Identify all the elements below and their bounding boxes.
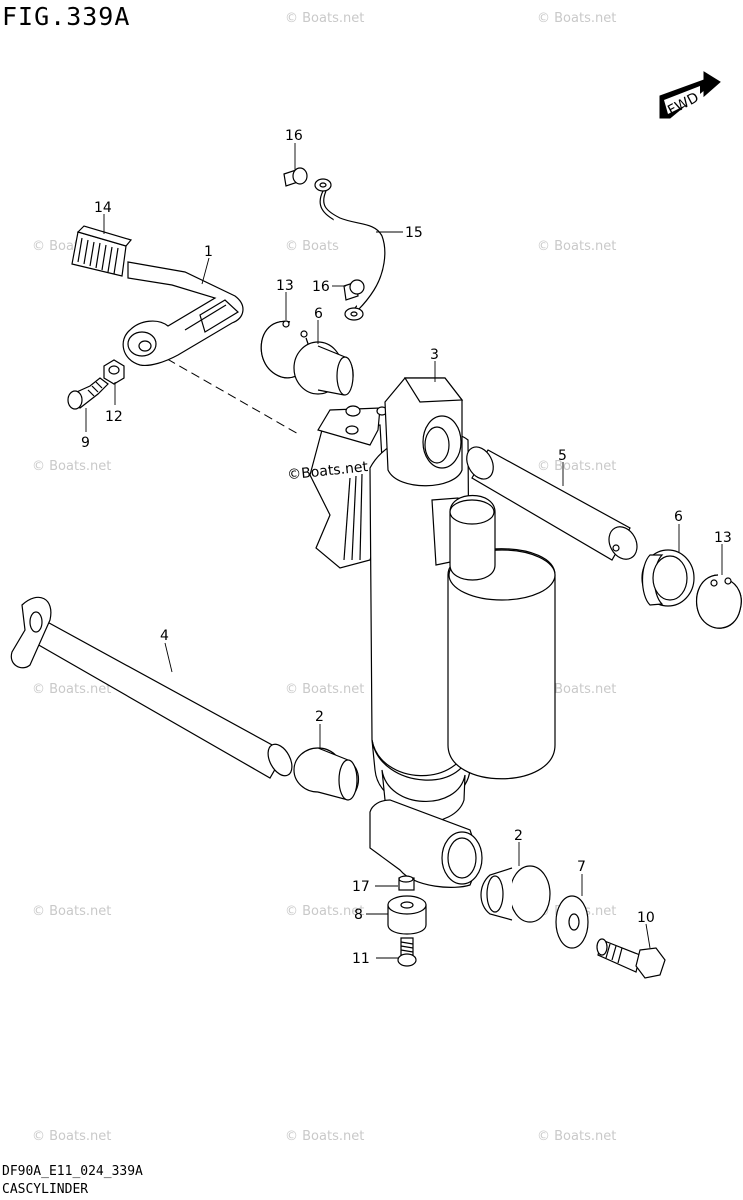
watermark: © Boats.net: [285, 11, 364, 26]
watermark: © Boats.net: [32, 904, 111, 919]
part-circlip-right: [696, 574, 742, 629]
callout-12: 12: [105, 409, 123, 425]
part-small-nut: [398, 875, 415, 891]
callout-1: 1: [204, 244, 213, 260]
watermark: © Boats.net: [285, 682, 364, 697]
watermark: © Boats.net: [537, 239, 616, 254]
part-bolt: [67, 377, 109, 410]
part-rubber-stopper: [387, 895, 427, 935]
callout-5: 5: [558, 448, 567, 464]
part-trim-cylinder: [309, 377, 556, 824]
part-washer: [555, 895, 589, 949]
watermark: © Boats.net: [32, 1129, 111, 1144]
part-bushing-right: [641, 549, 695, 607]
callout-15: 15: [405, 225, 423, 241]
callout-8: 8: [354, 907, 363, 923]
part-bracket-lever: [122, 261, 244, 367]
callout-17: 17: [352, 879, 370, 895]
part-screw-top: [283, 167, 308, 187]
callout-10: 10: [637, 910, 655, 926]
part-upper-pin: [466, 446, 638, 561]
callout-3: 3: [430, 347, 439, 363]
callout-6-right: 6: [674, 509, 683, 525]
callout-11: 11: [352, 951, 370, 967]
part-lead-wire: [314, 178, 386, 321]
watermark: © Boats.net: [537, 682, 616, 697]
watermark: © Boats.net: [32, 459, 111, 474]
callout-4: 4: [160, 628, 169, 644]
watermark-layer: © Boats.net © Boats.net © Boats.net © Bo…: [32, 11, 616, 1144]
figure-title: FIG.339A: [2, 2, 131, 31]
callout-6-left: 6: [314, 306, 323, 322]
leader-lines: [85, 143, 723, 959]
part-screw-11: [397, 937, 417, 967]
part-bushing-2-right: [480, 865, 551, 923]
callout-2-right: 2: [514, 828, 523, 844]
watermark: © Boats.net: [285, 1129, 364, 1144]
watermark: © Boats.net: [537, 11, 616, 26]
callout-7: 7: [577, 859, 586, 875]
part-bushing-2-left: [293, 747, 360, 801]
figure-caption: CASCYLINDER: [2, 1182, 89, 1197]
part-screw-middle: [343, 279, 365, 301]
callout-14: 14: [94, 200, 112, 216]
part-bushing-left: [293, 341, 354, 396]
watermark: © Boats.net: [32, 682, 111, 697]
callout-labels: 1 14 9 12 16 15 16 13 6 3 5 6 13 4 2 2 7…: [81, 128, 732, 967]
part-nut: [103, 359, 125, 385]
callout-2-left: 2: [315, 709, 324, 725]
watermark: © Boats.net: [537, 459, 616, 474]
part-bolt-10: [596, 938, 666, 979]
callout-9: 9: [81, 435, 90, 451]
part-lower-mount: [369, 799, 483, 888]
fwd-direction-arrow: FWD: [659, 71, 721, 119]
part-rubber-pad: [71, 225, 133, 277]
callout-16-middle: 16: [312, 279, 330, 295]
watermark: © Boats.net: [285, 904, 364, 919]
callout-13-right: 13: [714, 530, 732, 546]
watermark: © Boats.net: [537, 1129, 616, 1144]
callout-13-left: 13: [276, 278, 294, 294]
callout-16-top: 16: [285, 128, 303, 144]
figure-code: DF90A_E11_024_339A: [2, 1164, 143, 1179]
part-lower-pin: [10, 596, 293, 779]
